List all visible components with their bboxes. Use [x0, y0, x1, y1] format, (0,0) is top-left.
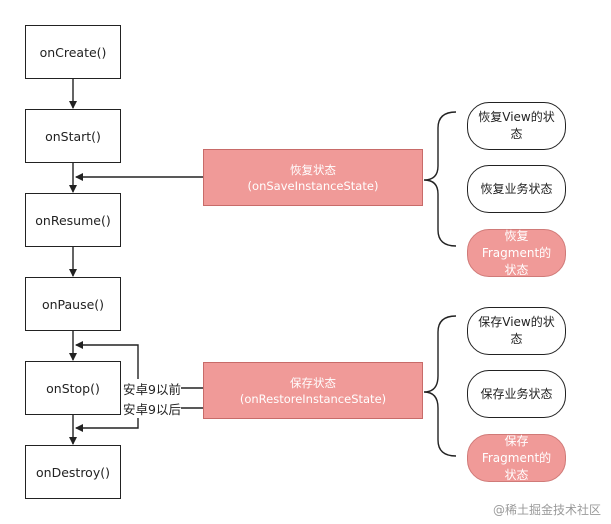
- save-business-state-pill: 保存业务状态: [467, 370, 566, 418]
- restore-state-method: (onSaveInstanceState): [247, 178, 379, 193]
- restore-fragment-state-pill: 恢复Fragment的状态: [467, 229, 566, 277]
- onstop-node: onStop(): [25, 361, 121, 415]
- android-9-after-label: 安卓9以后: [123, 399, 181, 418]
- save-state-title: 保存状态: [290, 375, 336, 390]
- restore-business-state-pill: 恢复业务状态: [467, 165, 566, 213]
- restore-business-state-label: 恢复业务状态: [480, 181, 553, 196]
- save-fragment-state-pill: 保存Fragment的状态: [467, 434, 566, 482]
- restore-fragment-state-label: 恢复Fragment的状态: [481, 228, 552, 277]
- oncreate-node: onCreate(): [25, 25, 121, 79]
- onstart-node: onStart(): [25, 109, 121, 163]
- onpause-node: onPause(): [25, 277, 121, 331]
- save-brace: [423, 315, 457, 457]
- onresume-node: onResume(): [25, 193, 121, 247]
- save-state-method: (onRestoreInstanceState): [239, 391, 387, 406]
- save-business-state-label: 保存业务状态: [480, 386, 553, 401]
- onpause-label: onPause(): [41, 296, 105, 312]
- ondestroy-node: onDestroy(): [25, 445, 121, 499]
- restore-view-state-label: 恢复View的状态: [478, 110, 555, 141]
- save-state-box: 保存状态 (onRestoreInstanceState): [203, 362, 423, 419]
- ondestroy-label: onDestroy(): [36, 464, 110, 480]
- restore-state-title: 恢复状态: [290, 162, 336, 177]
- restore-state-box: 恢复状态 (onSaveInstanceState): [203, 149, 423, 206]
- restore-view-state-pill: 恢复View的状态: [467, 102, 566, 150]
- save-view-state-pill: 保存View的状态: [467, 307, 566, 355]
- save-fragment-state-label: 保存Fragment的状态: [481, 433, 552, 482]
- restore-brace: [423, 111, 457, 247]
- oncreate-label: onCreate(): [39, 44, 107, 60]
- android-9-before-label: 安卓9以前: [123, 379, 181, 398]
- watermark: @稀土掘金技术社区: [492, 503, 601, 517]
- onstart-label: onStart(): [45, 128, 101, 144]
- onresume-label: onResume(): [35, 212, 111, 228]
- onstop-label: onStop(): [46, 380, 100, 396]
- save-view-state-label: 保存View的状态: [478, 315, 555, 346]
